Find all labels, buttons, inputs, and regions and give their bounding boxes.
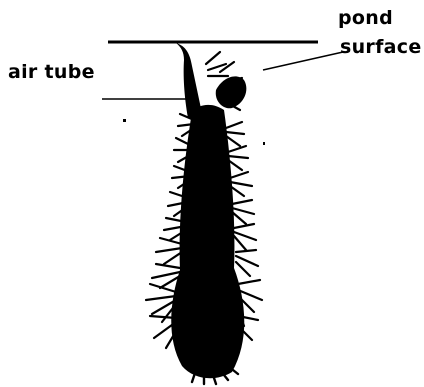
speck <box>263 142 265 145</box>
speck <box>123 119 126 122</box>
pond-surface-label-line2: surface <box>340 37 422 57</box>
pond-surface-label-line1: pond <box>338 8 393 28</box>
air-tube <box>176 43 203 118</box>
head-tuft <box>216 76 247 108</box>
air-tube-label: air tube <box>8 62 95 82</box>
pond-surface-leader-line <box>263 52 343 70</box>
